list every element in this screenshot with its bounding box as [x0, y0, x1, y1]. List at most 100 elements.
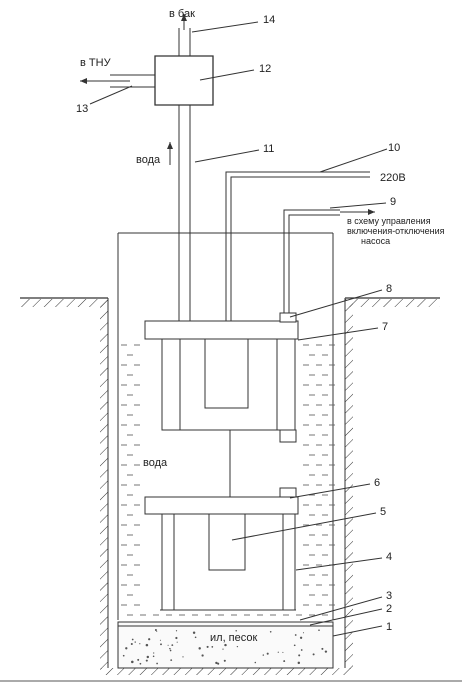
callout-11: 11 [263, 143, 274, 155]
sand-dot [170, 659, 173, 661]
sand-dot [131, 638, 134, 641]
callout-9: 9 [390, 196, 396, 208]
sand-dot [224, 643, 227, 647]
sand-dot [324, 650, 328, 653]
label-bottom-layer: ил, песок [210, 632, 257, 644]
lower-flange [144, 487, 299, 515]
sand-dot [137, 658, 140, 661]
label-water-flow: вода [136, 154, 161, 166]
sand-dot [217, 662, 220, 665]
sand-dot [236, 645, 239, 648]
well-pit-walls [100, 298, 353, 675]
callout-10: 10 [388, 142, 400, 154]
sand-dot [215, 661, 218, 665]
sand-dot [169, 647, 171, 650]
label-voltage: 220В [380, 172, 406, 184]
water-fill [121, 344, 335, 616]
sand-dot [134, 641, 136, 643]
sand-dot [206, 645, 209, 648]
callout-13: 13 [76, 103, 88, 115]
sand-dot [139, 662, 142, 665]
sand-dot [130, 642, 133, 646]
label-control-1: в схему управления [347, 216, 431, 226]
sand-dot [223, 659, 226, 662]
sand-dot [148, 638, 151, 641]
sand-dot [169, 649, 172, 652]
sand-dot [262, 654, 265, 656]
sand-dot [131, 660, 134, 664]
sand-dot [282, 651, 284, 653]
sand-dot [300, 649, 303, 651]
power-cable [225, 171, 370, 321]
sand-dot [152, 655, 155, 658]
sand-dot [154, 629, 157, 631]
label-to-tank: в бак [169, 8, 195, 20]
sand-dot [299, 636, 303, 639]
bottom-layer [117, 621, 334, 669]
sensor-8 [279, 312, 297, 323]
sand-dots [122, 629, 328, 665]
leader-lines [89, 21, 388, 637]
cross-fitting [110, 28, 214, 106]
upper-float-housing [161, 338, 296, 431]
discharge-pipe [178, 105, 191, 321]
float-switch-sensor [279, 429, 297, 443]
control-cable [283, 209, 375, 313]
sand-dot [254, 661, 257, 664]
sand-dot [293, 644, 296, 647]
sand-dot [297, 661, 301, 665]
sand-dot [269, 631, 272, 633]
sand-dot [176, 641, 178, 643]
sand-dot [159, 639, 161, 641]
sand-dot [198, 647, 201, 650]
callout-4: 4 [386, 551, 392, 563]
sand-dot [318, 629, 320, 631]
sand-dot [201, 654, 204, 657]
sand-dot [125, 647, 128, 650]
upper-flange [144, 320, 299, 340]
sand-dot [156, 662, 158, 665]
callout-6: 6 [374, 477, 380, 489]
sand-dot [222, 648, 224, 650]
sand-dot [298, 654, 301, 657]
sand-dot [139, 643, 141, 645]
callout-5: 5 [380, 506, 386, 518]
label-control-3: насоса [361, 236, 390, 246]
sand-dot [294, 634, 297, 636]
callout-3: 3 [386, 590, 392, 602]
sand-dot [283, 660, 286, 663]
label-water-in-well: вода [143, 457, 168, 469]
label-to-heat-pump: в ТНУ [80, 57, 112, 69]
sand-dot [321, 647, 324, 650]
sand-dot [167, 644, 169, 646]
pump-body [160, 513, 296, 611]
ground-surface [20, 297, 440, 307]
sand-dot [182, 656, 184, 658]
sand-dot [192, 631, 196, 634]
sand-dot [302, 632, 305, 634]
sand-dot [153, 652, 155, 654]
callout-1: 1 [386, 621, 392, 633]
callout-14: 14 [263, 14, 275, 26]
sand-dot [146, 655, 150, 659]
sand-dot [145, 659, 148, 662]
sand-dot [235, 630, 237, 632]
callout-12: 12 [259, 63, 271, 75]
sand-dot [145, 643, 149, 647]
sand-dot [194, 636, 197, 639]
sand-dot [156, 630, 158, 632]
sand-dot [211, 646, 214, 648]
callout-8: 8 [386, 283, 392, 295]
sand-dot [175, 636, 178, 640]
sand-dot [277, 651, 279, 653]
sand-dot [312, 653, 315, 656]
sand-dot [175, 630, 178, 632]
callout-7: 7 [382, 321, 388, 333]
sand-dot [122, 654, 125, 657]
sand-dot [160, 643, 162, 646]
sand-dot [266, 652, 269, 655]
sand-dot [171, 644, 174, 647]
label-control-2: включения-отключения [347, 226, 445, 236]
callout-2: 2 [386, 603, 392, 615]
